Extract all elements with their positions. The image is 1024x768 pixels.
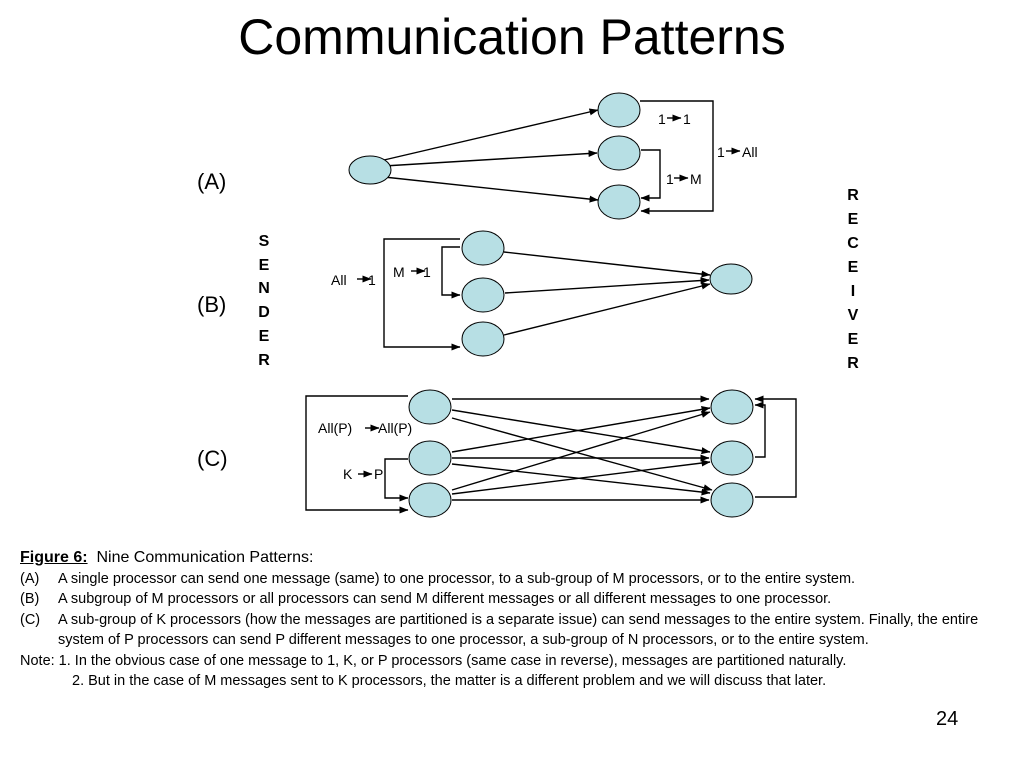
caption-note-2: 2. But in the case of M messages sent to… xyxy=(72,673,827,689)
caption-title: Figure 6: Nine Communication Patterns: xyxy=(20,548,1010,569)
edge-label: All(P) xyxy=(318,420,352,436)
figure-caption: Figure 6: Nine Communication Patterns: (… xyxy=(20,548,1010,692)
edge xyxy=(451,409,711,455)
edge xyxy=(383,150,598,167)
processor-node xyxy=(710,440,754,476)
receiver-letter: E xyxy=(848,259,859,276)
edge xyxy=(503,251,711,278)
edge-label: All(P) xyxy=(378,420,412,436)
processor-node xyxy=(461,230,505,266)
receiver-label: R E C E I V E R xyxy=(847,187,859,372)
caption-item-key: (B) xyxy=(20,591,40,607)
receiver-letter: V xyxy=(848,307,859,324)
edge xyxy=(441,246,461,299)
edge xyxy=(754,401,766,458)
processor-node xyxy=(461,321,505,357)
processor-node xyxy=(461,277,505,313)
processor-node xyxy=(709,263,753,295)
edge-label: M xyxy=(393,264,405,280)
page-title: Communication Patterns xyxy=(238,9,786,65)
edge xyxy=(451,417,713,492)
edge xyxy=(754,395,797,498)
receiver-letter: R xyxy=(847,187,859,204)
pattern-b: All 1 M 1 xyxy=(331,230,753,357)
figure-colon: : xyxy=(309,549,314,566)
edge xyxy=(384,458,409,502)
processor-node xyxy=(408,482,452,518)
section-label-c: (C) xyxy=(197,446,228,471)
edge xyxy=(305,395,409,514)
edge-label: 1 xyxy=(717,144,725,160)
edge-label: All xyxy=(331,272,347,288)
edge-label: 1 xyxy=(658,111,666,127)
page-number: 24 xyxy=(936,708,959,730)
caption-item-key: (A) xyxy=(20,570,40,587)
caption-item-text: A subgroup of M processors or all proces… xyxy=(58,591,832,607)
edge xyxy=(383,108,599,161)
sender-letter: E xyxy=(259,328,270,345)
edge xyxy=(640,100,714,215)
processor-node xyxy=(710,482,754,518)
sender-letter: N xyxy=(258,280,270,297)
caption-item-key: (C) xyxy=(20,611,41,628)
edge xyxy=(640,149,661,202)
pattern-c: All(P) All(P) K P xyxy=(305,389,797,518)
edge-label: K xyxy=(343,466,353,482)
pattern-a: 1 1 1 All 1 M xyxy=(348,92,758,220)
edge xyxy=(451,405,711,453)
receiver-letter: E xyxy=(848,331,859,348)
edge xyxy=(503,282,711,336)
sender-letter: R xyxy=(258,352,270,369)
edge xyxy=(504,277,710,294)
caption-item: (B) A subgroup of M processors or all pr… xyxy=(20,589,1010,610)
edge-label: P xyxy=(374,466,383,482)
sender-label: S E N D E R xyxy=(258,233,270,369)
edge-label: 1 xyxy=(666,171,674,187)
receiver-letter: R xyxy=(847,355,859,372)
sender-letter: D xyxy=(258,304,270,321)
edge xyxy=(451,459,711,495)
section-label-a: (A) xyxy=(197,169,226,194)
processor-node xyxy=(597,135,641,171)
edge xyxy=(451,411,711,491)
edge-label: All xyxy=(742,144,758,160)
edge-label: 1 xyxy=(683,111,691,127)
processor-node xyxy=(710,389,754,425)
communication-patterns-diagram: (A) (B) (C) S E N D E R R E C E I V E R … xyxy=(197,92,859,518)
receiver-letter: E xyxy=(848,211,859,228)
edge-label: 1 xyxy=(423,264,431,280)
caption-item: (C) A sub-group of K processors (how the… xyxy=(20,610,1010,651)
edge-label: 1 xyxy=(368,272,376,288)
caption-note-1: Note: 1. In the obvious case of one mess… xyxy=(20,652,847,669)
edge xyxy=(383,176,599,203)
receiver-letter: I xyxy=(851,283,855,300)
processor-node xyxy=(597,92,641,128)
sender-letter: E xyxy=(259,257,270,274)
processor-node xyxy=(348,155,392,185)
caption-item-text: A sub-group of K processors (how the mes… xyxy=(58,611,979,649)
processor-node xyxy=(597,184,641,220)
figure-title: Nine Communication Patterns xyxy=(96,549,309,566)
processor-node xyxy=(408,389,452,425)
processor-node xyxy=(408,440,452,476)
caption-item-text: A single processor can send one message … xyxy=(58,570,856,587)
receiver-letter: C xyxy=(847,235,859,252)
sender-letter: S xyxy=(259,233,270,250)
figure-label: Figure 6: xyxy=(20,549,88,566)
edge xyxy=(383,238,461,351)
caption-item: (A) A single processor can send one mess… xyxy=(20,569,1010,590)
section-label-b: (B) xyxy=(197,292,226,317)
edge-label: M xyxy=(690,171,702,187)
